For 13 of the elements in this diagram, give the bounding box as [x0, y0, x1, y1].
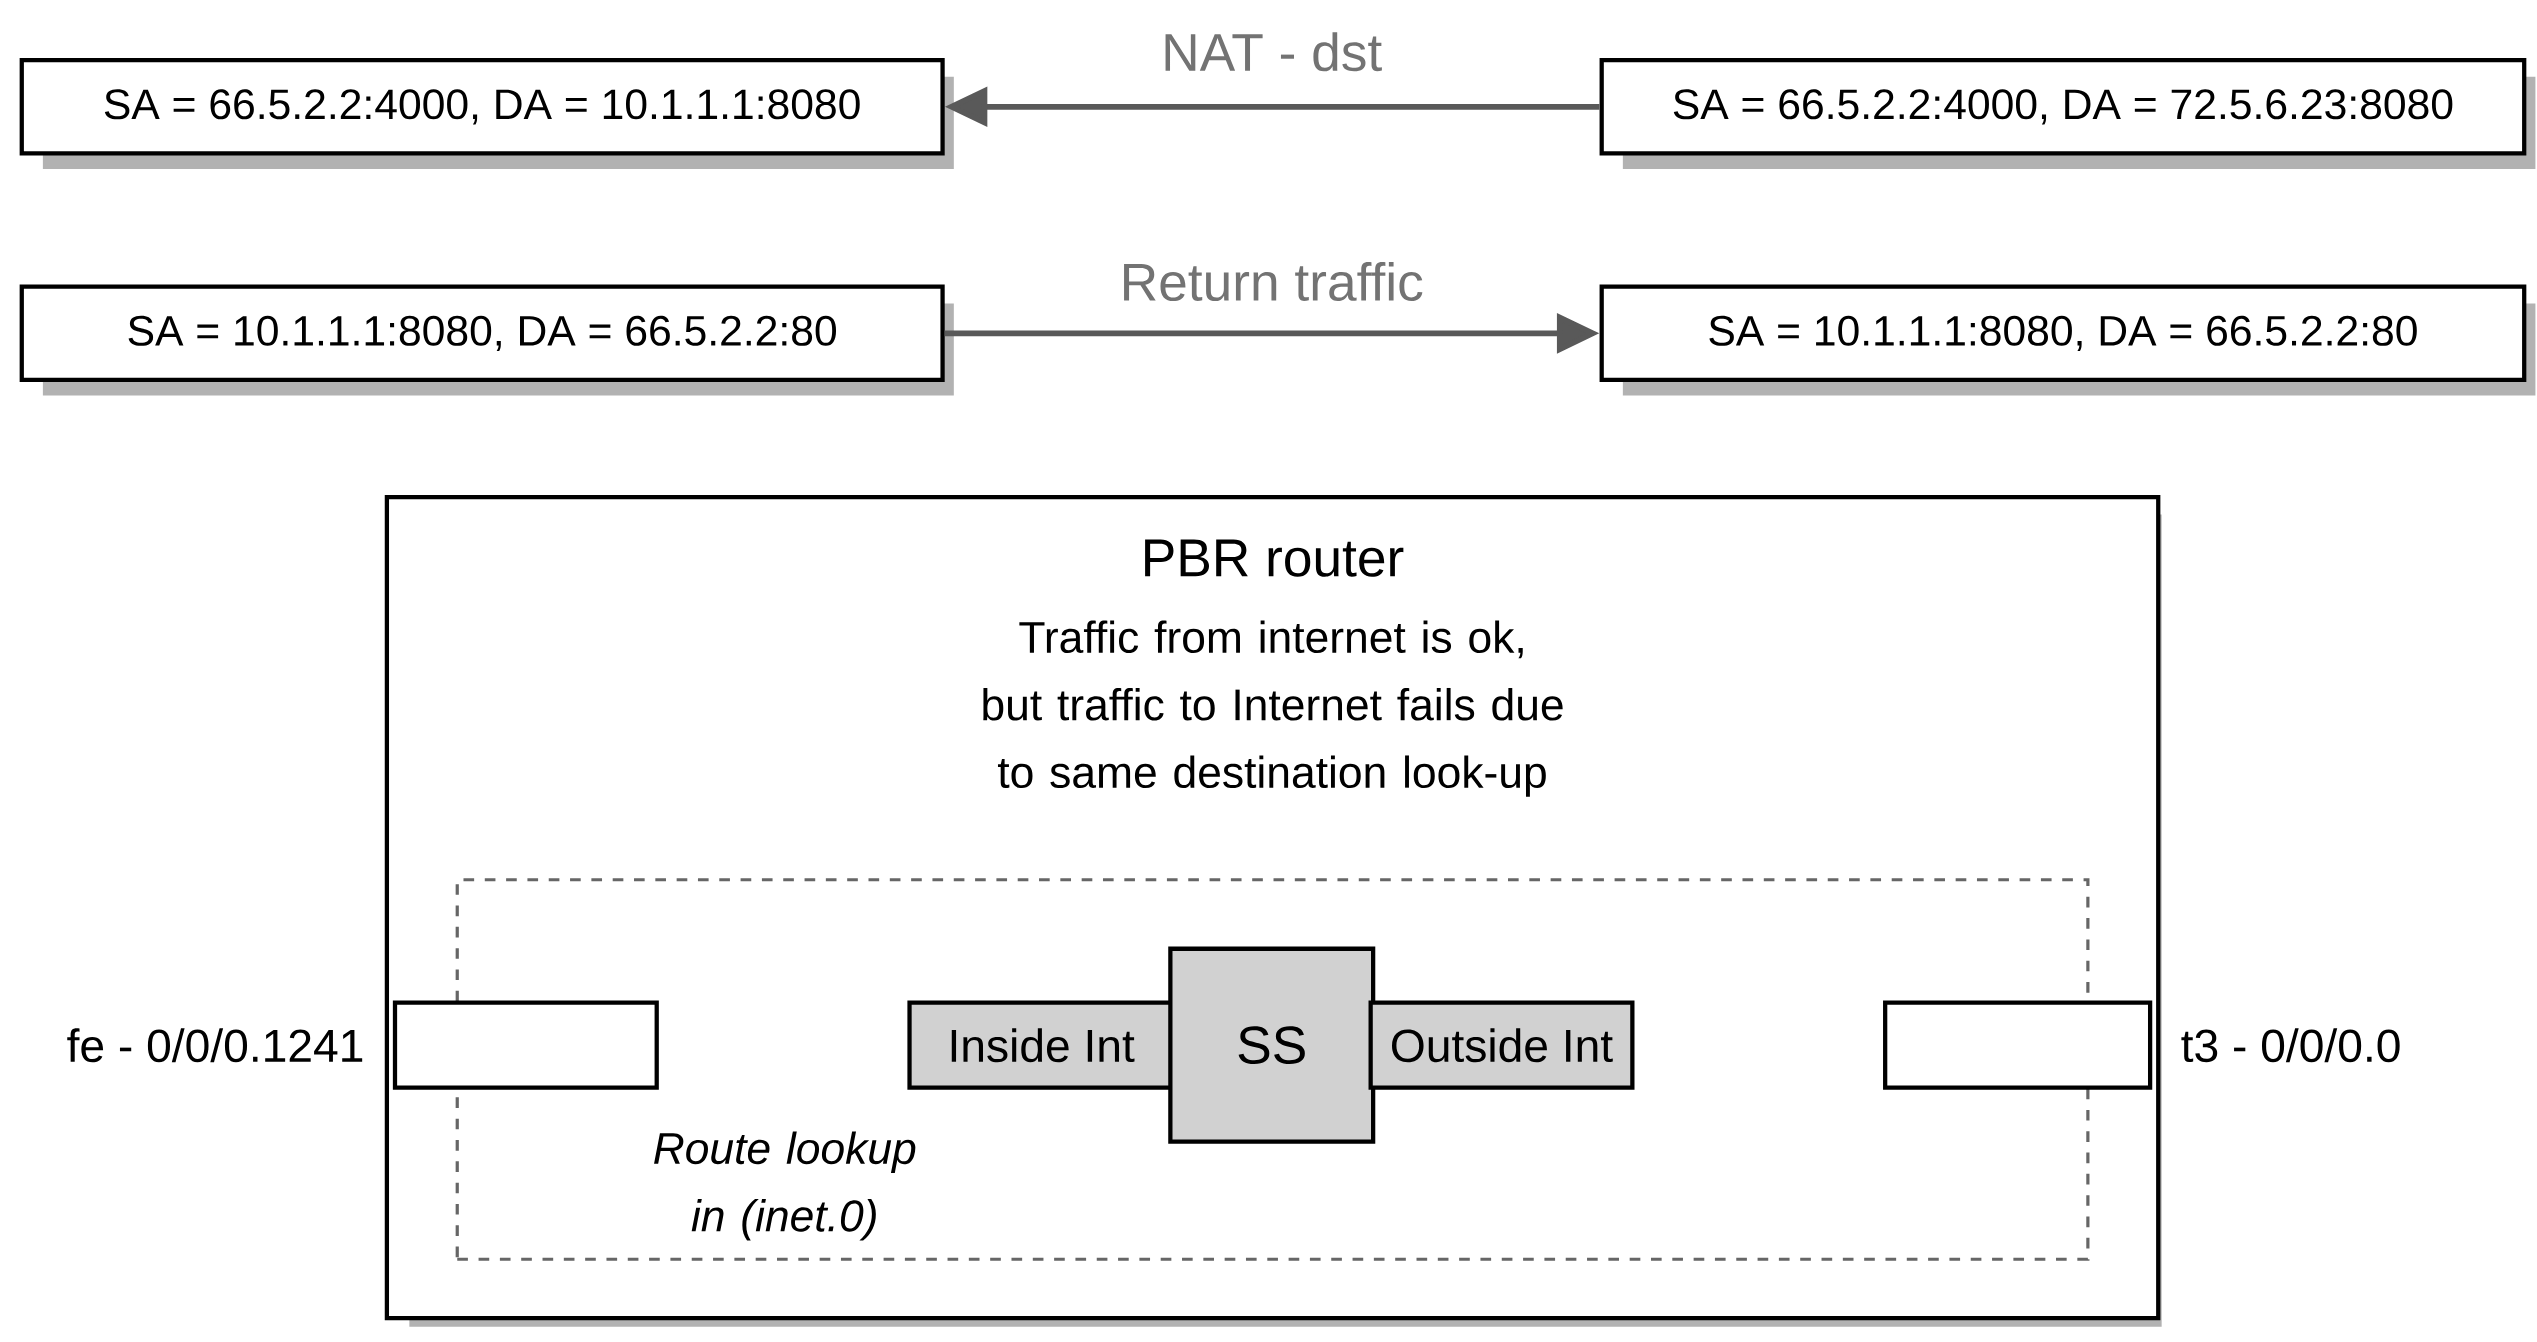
address-box: SA = 10.1.1.1:8080, DA = 66.5.2.2:80 [1599, 284, 2536, 396]
edge-label: NAT - dst [1165, 32, 1382, 72]
interface-label: t3 - 0/0/0.0 [2181, 1028, 2400, 1063]
interface-box: Inside Int [907, 1000, 1175, 1090]
port-box [1883, 1000, 2153, 1090]
address-box: SA = 10.1.1.1:8080, DA = 66.5.2.2:80 [19, 284, 954, 396]
interface-label: fe - 0/0/0.1241 [67, 1028, 363, 1063]
interface-box: Outside Int [1368, 1000, 1635, 1090]
address-box: SA = 66.5.2.2:4000, DA = 72.5.6.23:8080 [1599, 58, 2536, 170]
switch-box: SS [1168, 946, 1376, 1144]
edge-label: Return traffic [1124, 262, 1423, 302]
address-box: SA = 66.5.2.2:4000, DA = 10.1.1.1:8080 [19, 58, 954, 170]
port-box [392, 1000, 659, 1090]
